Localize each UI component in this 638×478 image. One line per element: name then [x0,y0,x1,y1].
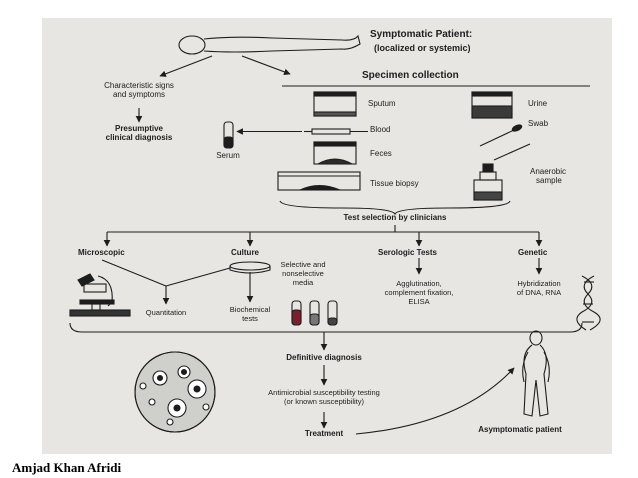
lying-patient-icon [178,34,361,55]
serologic-label: Serologic Tests [378,248,437,257]
serologic-line3: ELISA [408,297,430,306]
title-line2: (localized or systemic) [374,43,471,53]
signs-line2: and symptoms [112,90,166,99]
syringe-icon [304,128,368,135]
blood-label: Blood [370,125,391,134]
susceptibility-line2: (or known susceptibility) [283,397,365,406]
culture-label: Culture [231,248,259,257]
serologic-line1: Agglutination, [396,279,442,288]
test-selection-heading: Test selection by clinicians [343,213,447,222]
biochemical-line2: tests [242,314,258,323]
anaerobic-line2: sample [536,176,562,185]
genetic-line2: of DNA, RNA [516,288,562,297]
selective-line2: nonselective [282,269,324,278]
tissue-label: Tissue biopsy [370,179,419,188]
author-credit: Amjad Khan Afridi [12,460,122,475]
presumptive-line1: Presumptive [114,124,164,133]
quantitation-label: Quantitation [145,308,187,317]
culture-dish-icon [229,261,271,274]
results-merge-line [69,322,583,333]
urine-jar-icon [471,91,513,119]
flowchart-graphics [69,34,601,435]
anaerobic-sample-icon [473,143,531,201]
selective-line1: Selective and [280,260,326,269]
serum-tube-icon [223,121,234,149]
genetic-line1: Hybridization [517,279,561,288]
specimen-heading: Specimen collection [362,70,459,81]
specimen-brace [279,200,511,216]
microscope-icon [69,273,131,317]
serologic-line2: complement fixation, [384,288,454,297]
genetic-label: Genetic [518,248,548,257]
dna-helix-icon [576,275,601,331]
biochemical-line1: Biochemical [229,305,271,314]
susceptibility-line1: Antimicrobial susceptibility testing [268,388,380,397]
signs-line1: Characteristic signs [104,81,174,90]
swab-icon [479,124,523,147]
arrow-to-signs [159,55,213,77]
definitive-diagnosis-label: Definitive diagnosis [286,353,362,362]
treatment-label: Treatment [304,429,344,438]
selective-line3: media [292,278,314,287]
microscopic-label: Microscopic [78,248,125,257]
feces-jar-icon [313,141,357,165]
anaerobic-line1: Anaerobic [530,167,567,176]
urine-label: Urine [528,99,548,108]
susceptibility-petri-dish-icon [134,351,216,433]
feces-label: Feces [370,149,392,158]
serum-label: Serum [216,151,240,160]
diagnosis-flowchart: Symptomatic Patient: (localized or syste… [42,18,612,454]
swab-label: Swab [528,119,549,128]
sputum-jar-icon [313,91,357,117]
tissue-biopsy-dish-icon [277,171,361,191]
presumptive-line2: clinical diagnosis [105,133,173,142]
arrow-treatment-to-patient [355,367,515,435]
sputum-label: Sputum [368,99,396,108]
title-line1: Symptomatic Patient: [370,29,473,40]
arrow-to-specimen [241,55,291,76]
biochemical-tubes-icon [291,300,338,326]
standing-patient-icon [522,330,550,417]
asymptomatic-label: Asymptomatic patient [478,425,562,434]
